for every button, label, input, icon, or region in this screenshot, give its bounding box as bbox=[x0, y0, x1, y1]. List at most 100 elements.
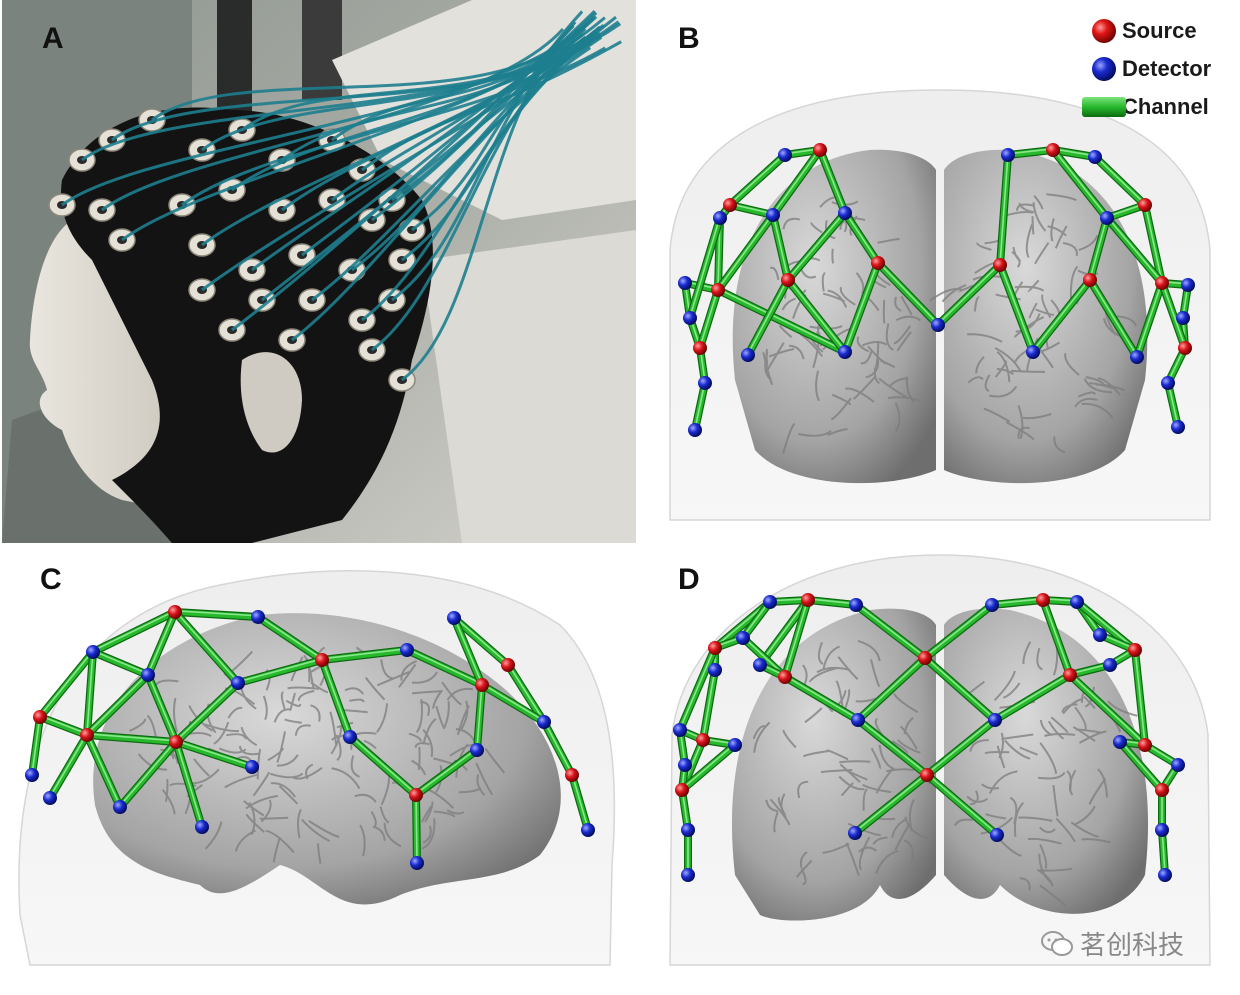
source-optode bbox=[1063, 668, 1077, 682]
source-optode bbox=[1178, 341, 1192, 355]
green-bar-icon bbox=[1082, 92, 1122, 122]
source-optode bbox=[918, 651, 932, 665]
wechat-icon bbox=[1040, 930, 1074, 958]
source-optode bbox=[1046, 143, 1060, 157]
detector-optode bbox=[1158, 868, 1172, 882]
detector-optode bbox=[1171, 758, 1185, 772]
source-optode bbox=[813, 143, 827, 157]
source-optode bbox=[920, 768, 934, 782]
detector-optode bbox=[741, 348, 755, 362]
source-optode bbox=[778, 670, 792, 684]
detector-optode bbox=[849, 598, 863, 612]
legend-item-channel: Channel bbox=[1082, 88, 1232, 126]
detector-optode bbox=[1113, 735, 1127, 749]
detector-optode bbox=[753, 658, 767, 672]
detector-optode bbox=[1026, 345, 1040, 359]
source-optode bbox=[711, 283, 725, 297]
detector-optode bbox=[400, 643, 414, 657]
detector-optode bbox=[678, 276, 692, 290]
source-optode bbox=[871, 256, 885, 270]
source-optode bbox=[781, 273, 795, 287]
legend-label: Channel bbox=[1122, 94, 1209, 120]
detector-optode bbox=[681, 868, 695, 882]
blue-sphere-icon bbox=[1082, 54, 1122, 84]
cap-photo-illustration bbox=[2, 0, 636, 543]
detector-optode bbox=[1100, 211, 1114, 225]
source-optode bbox=[1083, 273, 1097, 287]
source-optode bbox=[993, 258, 1007, 272]
detector-optode bbox=[86, 645, 100, 659]
detector-optode bbox=[988, 713, 1002, 727]
detector-optode bbox=[851, 713, 865, 727]
detector-optode bbox=[683, 311, 697, 325]
detector-optode bbox=[1176, 311, 1190, 325]
detector-optode bbox=[1070, 595, 1084, 609]
panel-label: D bbox=[678, 563, 700, 597]
source-optode bbox=[315, 653, 329, 667]
source-optode bbox=[708, 641, 722, 655]
detector-optode bbox=[1181, 278, 1195, 292]
source-optode bbox=[501, 658, 515, 672]
legend-item-source: Source bbox=[1082, 12, 1232, 50]
detector-optode bbox=[728, 738, 742, 752]
detector-optode bbox=[736, 631, 750, 645]
watermark-text: 茗创科技 bbox=[1080, 925, 1184, 962]
legend-label: Source bbox=[1122, 18, 1197, 44]
detector-optode bbox=[681, 823, 695, 837]
detector-optode bbox=[778, 148, 792, 162]
detector-optode bbox=[245, 760, 259, 774]
detector-optode bbox=[1171, 420, 1185, 434]
source-optode bbox=[696, 733, 710, 747]
source-optode bbox=[801, 593, 815, 607]
red-sphere-icon bbox=[1082, 16, 1122, 46]
detector-optode bbox=[1155, 823, 1169, 837]
detector-optode bbox=[678, 758, 692, 772]
detector-optode bbox=[673, 723, 687, 737]
detector-optode bbox=[713, 211, 727, 225]
detector-optode bbox=[990, 828, 1004, 842]
source-optode bbox=[1036, 593, 1050, 607]
detector-optode bbox=[231, 676, 245, 690]
detector-optode bbox=[447, 611, 461, 625]
detector-optode bbox=[141, 668, 155, 682]
source-optode bbox=[675, 783, 689, 797]
detector-optode bbox=[537, 715, 551, 729]
source-optode bbox=[723, 198, 737, 212]
panel-label: A bbox=[42, 22, 64, 56]
source-optode bbox=[169, 735, 183, 749]
detector-optode bbox=[698, 376, 712, 390]
detector-optode bbox=[43, 791, 57, 805]
panel-c-lateral-view: C bbox=[0, 545, 636, 995]
detector-optode bbox=[25, 768, 39, 782]
detector-optode bbox=[343, 730, 357, 744]
detector-optode bbox=[251, 610, 265, 624]
head-model-c bbox=[0, 545, 636, 995]
detector-optode bbox=[838, 206, 852, 220]
detector-optode bbox=[838, 345, 852, 359]
detector-optode bbox=[708, 663, 722, 677]
detector-optode bbox=[931, 318, 945, 332]
source-optode bbox=[693, 341, 707, 355]
detector-optode bbox=[581, 823, 595, 837]
detector-optode bbox=[1001, 148, 1015, 162]
source-optode bbox=[168, 605, 182, 619]
detector-optode bbox=[113, 800, 127, 814]
source-optode bbox=[1138, 198, 1152, 212]
source-optode bbox=[1138, 738, 1152, 752]
legend: Source Detector Channel bbox=[1082, 12, 1232, 126]
detector-optode bbox=[470, 743, 484, 757]
detector-optode bbox=[1103, 658, 1117, 672]
legend-item-detector: Detector bbox=[1082, 50, 1232, 88]
panel-label: C bbox=[40, 563, 62, 597]
watermark: 茗创科技 bbox=[1040, 925, 1184, 962]
panel-a-photo: A bbox=[2, 0, 636, 543]
source-optode bbox=[565, 768, 579, 782]
detector-optode bbox=[688, 423, 702, 437]
detector-optode bbox=[766, 208, 780, 222]
source-optode bbox=[1155, 783, 1169, 797]
source-optode bbox=[1155, 276, 1169, 290]
legend-label: Detector bbox=[1122, 56, 1211, 82]
source-optode bbox=[475, 678, 489, 692]
source-optode bbox=[80, 728, 94, 742]
panel-label: B bbox=[678, 22, 700, 56]
